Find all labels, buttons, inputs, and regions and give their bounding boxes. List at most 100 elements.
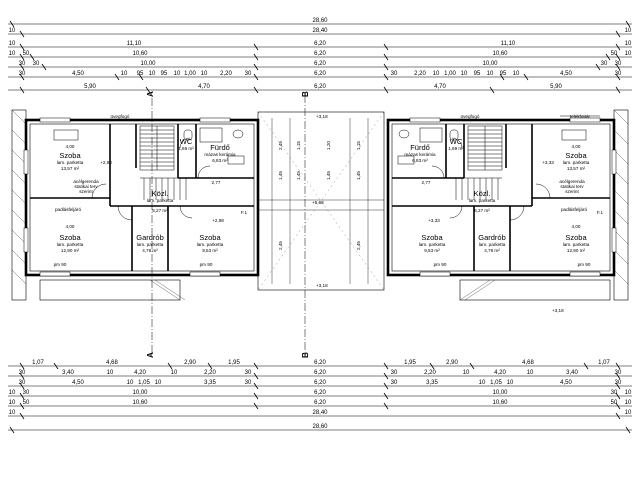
dim-text: 1,45 xyxy=(356,171,361,180)
dim-text: 30 xyxy=(391,380,398,386)
right-fixtures xyxy=(397,127,587,165)
dim-text: 10 xyxy=(201,71,208,77)
dim-text: 1,07 xyxy=(598,360,610,366)
dim-text: 10 xyxy=(479,380,486,386)
room-floor: lam. parketta xyxy=(57,160,84,165)
section-a-top: A xyxy=(146,91,155,97)
dim-text: 2,20 xyxy=(414,71,426,77)
room-area: 5,27 m² xyxy=(152,208,168,213)
dim-text: 4,50 xyxy=(560,380,572,386)
section-b-bottom: B xyxy=(301,352,310,358)
left-doors xyxy=(91,137,211,221)
room-area: 13,57 m² xyxy=(61,166,80,171)
dim-text: 11,10 xyxy=(501,41,516,47)
inner-dim: 4,00 xyxy=(572,144,581,149)
dim-text: 10 xyxy=(107,370,114,376)
inner-dim: pm 90 xyxy=(54,262,67,267)
room-area: 13,57 m² xyxy=(567,166,586,171)
dim-text: 2,45 xyxy=(356,241,361,250)
room-name: Közl. xyxy=(474,189,491,198)
room-name: Szoba xyxy=(421,233,443,242)
dim-text: 10,60 xyxy=(132,400,148,406)
dim-text: 6,20 xyxy=(314,61,326,67)
level-mark: +3,33 xyxy=(542,160,554,165)
dim-text: 6,20 xyxy=(314,390,326,396)
dim-text: 30 xyxy=(33,61,40,67)
dim-text: 1,95 xyxy=(228,360,240,366)
room-name: Fürdő xyxy=(210,143,230,152)
dim-text: 3,40 xyxy=(62,370,74,376)
dim-text: 10 xyxy=(527,370,534,376)
room-floor: lam. parketta xyxy=(197,242,224,247)
dim-text: 6,20 xyxy=(314,360,326,366)
dim-text: 10 xyxy=(171,370,178,376)
room-area: 6,83 m² xyxy=(412,158,428,163)
dim-text: 1,95 xyxy=(404,360,416,366)
left-staircase xyxy=(139,125,190,200)
dim-text: 1,45 xyxy=(326,171,331,180)
dim-text: 2,90 xyxy=(446,360,458,366)
dim-text: 10 xyxy=(625,51,632,57)
dim-text: 10 xyxy=(174,71,181,77)
dim-text: 5,90 xyxy=(84,84,96,90)
dim-text: 2,90 xyxy=(184,360,196,366)
inner-dim: 2,77 xyxy=(212,180,221,185)
overall-width-bottom: 28,60 xyxy=(312,424,328,430)
dim-text: 28,40 xyxy=(312,410,328,416)
dim-text: 6,20 xyxy=(314,41,326,47)
level-top: +3,18 xyxy=(316,114,328,119)
room-floor: mázas kerámia xyxy=(404,152,436,157)
room-area: 12,90 m² xyxy=(567,248,586,253)
right-bottom-overhang xyxy=(459,279,611,301)
note-statikai: statikai terv xyxy=(560,184,584,189)
dim-text: 30 xyxy=(19,61,26,67)
inner-dim: 2,77 xyxy=(422,180,431,185)
dim-text: 10 xyxy=(625,41,632,47)
dim-text: 6,20 xyxy=(314,71,326,77)
room-name: Gardrób xyxy=(136,233,164,242)
room-name: Szoba xyxy=(565,233,587,242)
right-house xyxy=(386,109,629,301)
dim-text: 10 xyxy=(9,41,16,47)
level-bottom: +3,18 xyxy=(316,283,328,288)
dim-text: 10,60 xyxy=(492,400,508,406)
inner-dim: pm 90 xyxy=(578,262,591,267)
level-mark: +2,98 xyxy=(212,218,224,223)
dim-text: 4,50 xyxy=(560,71,572,77)
room-area: 9,53 m² xyxy=(202,248,218,253)
dim-text: 2,20 xyxy=(220,71,232,77)
dim-text: 10 xyxy=(149,71,156,77)
dim-text: 30 xyxy=(245,370,252,376)
dim-text: 6,20 xyxy=(314,51,326,57)
top-dimension-chains xyxy=(8,20,632,94)
room-name: Gardrób xyxy=(478,233,506,242)
room-area: 4,78 m² xyxy=(142,248,158,253)
wall-type: F.1 xyxy=(597,210,604,215)
dim-text: 3,40 xyxy=(566,370,578,376)
dim-text: 4,20 xyxy=(134,370,146,376)
dim-text: 30 xyxy=(391,71,398,77)
right-windows xyxy=(409,117,617,277)
room-floor: lam. parketta xyxy=(469,198,496,203)
dim-text: 6,20 xyxy=(314,84,326,90)
dim-text: 30 xyxy=(601,61,608,67)
dim-text: 4,68 xyxy=(522,360,534,366)
note-telekhatar: telekhatár xyxy=(570,114,591,119)
dim-text: 4,68 xyxy=(106,360,118,366)
note-padlasfeljaro: padlásfeljáró xyxy=(55,207,81,212)
room-area: 4,78 m² xyxy=(484,248,500,253)
middle-level-marks: +3,18 +5,68 +3,18 xyxy=(312,114,328,288)
dim-text: 95 xyxy=(474,71,481,77)
room-name: WC xyxy=(180,137,193,146)
right-room-labels: Szoba lam. parketta 13,57 m² +3,33 WC 1,… xyxy=(404,114,603,267)
room-area: 1,69 m² xyxy=(448,146,464,151)
dim-text: 10 xyxy=(155,380,162,386)
note-padlasfeljaro: padlásfeljáró xyxy=(561,207,587,212)
inner-dim: pm 90 xyxy=(200,262,213,267)
note-szerint: szerint xyxy=(79,189,93,194)
right-outer-wall xyxy=(386,118,616,277)
dim-text: 10 xyxy=(625,390,632,396)
right-doors xyxy=(431,137,551,221)
dim-text: 2,20 xyxy=(424,370,436,376)
